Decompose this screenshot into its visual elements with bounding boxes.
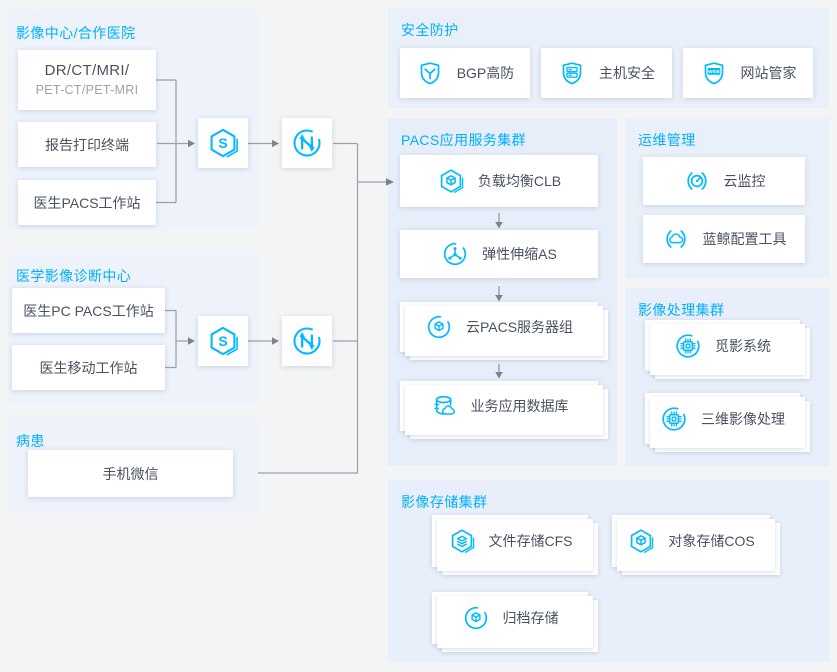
panel-title-image-processing: 影像处理集群: [638, 302, 725, 318]
card-label: 负载均衡CLB: [477, 173, 562, 189]
panel-patient: 病患 手机微信: [8, 418, 258, 513]
panel-title-storage: 影像存储集群: [401, 494, 488, 510]
card-miying-system: 觅影系统: [645, 320, 800, 371]
card-label: 弹性伸缩AS: [482, 246, 557, 262]
hexagon-s-icon: [206, 324, 240, 358]
panel-title-ops: 运维管理: [638, 132, 696, 148]
card-auto-scaling: 弹性伸缩AS: [400, 230, 598, 278]
card-dr-ct-mri: DR/CT/MRI/ PET-CT/PET-MRI: [18, 50, 156, 110]
card-host-security: 主机安全: [541, 48, 672, 98]
card-clb: 负载均衡CLB: [400, 155, 598, 207]
cloud-monitor-icon: [683, 167, 711, 195]
card-label: 主机安全: [599, 65, 655, 81]
shield-check-icon: [416, 59, 444, 87]
card-label: 手机微信: [102, 465, 159, 482]
transfer-box-diagnosis: [282, 316, 332, 366]
card-doctor-mobile-workstation: 医生移动工作站: [12, 345, 165, 390]
card-label: 医生移动工作站: [39, 359, 138, 376]
chip-icon: [674, 332, 702, 360]
panel-title-imaging-center: 影像中心/合作医院: [16, 25, 136, 41]
card-doctor-pacs-workstation: 医生PACS工作站: [18, 180, 156, 225]
card-archive-storage: 归档存储: [432, 592, 588, 644]
card-bluewhale-config-tool: 蓝鲸配置工具: [643, 215, 805, 263]
card-bgp-antiddos: BGP高防: [400, 48, 530, 98]
database-cloud-icon: [430, 392, 458, 420]
card-label: 报告打印终端: [45, 136, 129, 153]
card-sublabel: PET-CT/PET-MRI: [35, 83, 139, 97]
panel-title-pacs-cluster: PACS应用服务集群: [401, 132, 527, 148]
scaling-nodes-icon: [441, 240, 469, 268]
panel-ops: 运维管理 云监控 蓝鲸配置工具: [625, 118, 829, 278]
data-transfer-icon: [290, 126, 324, 160]
card-label: DR/CT/MRI/: [44, 62, 130, 79]
card-business-database: 业务应用数据库: [400, 381, 598, 431]
card-label: 业务应用数据库: [470, 398, 569, 414]
card-cfs: 文件存储CFS: [432, 515, 588, 567]
card-label: 医生PC PACS工作站: [23, 302, 154, 319]
card-label: 三维影像处理: [701, 410, 785, 427]
card-label: 网站管家: [740, 65, 797, 81]
shield-host-icon: [558, 59, 586, 87]
shield-web-icon: [700, 59, 728, 87]
panel-title-security: 安全防护: [401, 22, 459, 38]
data-transfer-icon: [290, 324, 324, 358]
circle-cube-icon: [425, 313, 453, 341]
panel-security: 安全防护 BGP高防 主机安全 网站管家: [388, 8, 829, 108]
card-3d-image-processing: 三维影像处理: [645, 393, 800, 444]
hexagon-cube-icon: [437, 167, 465, 195]
panel-image-processing: 影像处理集群 觅影系统 三维影像处理: [625, 288, 829, 466]
card-cloud-pacs-server-group: 云PACS服务器组: [400, 302, 598, 352]
card-label: 蓝鲸配置工具: [702, 231, 787, 247]
card-cloud-monitor: 云监控: [643, 157, 805, 205]
circle-cube-icon: [462, 604, 490, 632]
cloud-config-icon: [662, 225, 690, 253]
hexagon-cube-icon: [627, 527, 655, 555]
card-wechat-mobile: 手机微信: [28, 450, 233, 497]
chip-icon: [660, 405, 688, 433]
hexagon-layers-icon: [448, 527, 476, 555]
panel-title-diagnosis-center: 医学影像诊断中心: [16, 268, 132, 284]
card-label: 云监控: [723, 173, 766, 189]
panel-storage: 影像存储集群 文件存储CFS 对象存储COS 归档存储: [388, 480, 829, 662]
panel-title-patient: 病患: [16, 433, 45, 449]
card-report-print-terminal: 报告打印终端: [18, 122, 156, 167]
card-label: 文件存储CFS: [488, 533, 573, 549]
card-label: 对象存储COS: [668, 533, 755, 549]
card-label: 归档存储: [502, 610, 559, 626]
card-cos: 对象存储COS: [612, 515, 770, 567]
transfer-box-imaging: [282, 118, 332, 168]
card-label: 云PACS服务器组: [465, 319, 574, 335]
gateway-box-diagnosis: [198, 316, 248, 366]
panel-pacs-cluster: PACS应用服务集群 负载均衡CLB 弹性伸缩AS 云PACS服务器组 业务应用…: [388, 118, 617, 466]
gateway-box-imaging: [198, 118, 248, 168]
card-label: 医生PACS工作站: [33, 194, 141, 211]
hexagon-s-icon: [206, 126, 240, 160]
card-website-guard: 网站管家: [683, 48, 813, 98]
card-label: 觅影系统: [715, 337, 771, 354]
card-doctor-pc-pacs-workstation: 医生PC PACS工作站: [12, 288, 165, 333]
card-label: BGP高防: [456, 65, 515, 81]
